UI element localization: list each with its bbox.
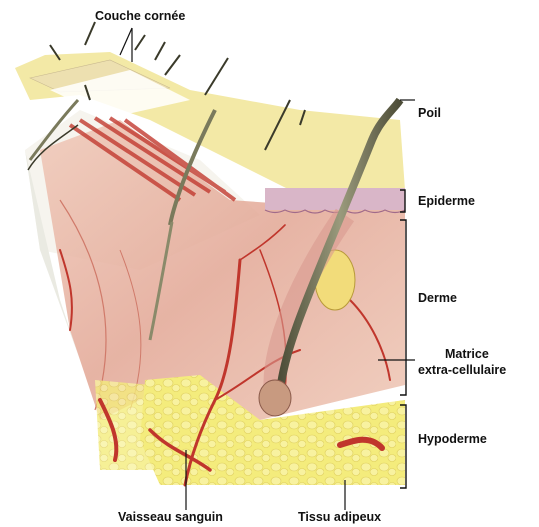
- label-epiderme: Epiderme: [418, 194, 475, 208]
- label-matrice-line1: Matrice: [445, 347, 489, 361]
- epidermis-band: [265, 188, 405, 213]
- label-hypoderme: Hypoderme: [418, 432, 487, 446]
- label-couche-cornee: Couche cornée: [95, 9, 185, 23]
- label-derme: Derme: [418, 291, 457, 305]
- label-poil: Poil: [418, 106, 441, 120]
- label-vaisseau-sanguin: Vaisseau sanguin: [118, 510, 223, 524]
- label-tissu-adipeux: Tissu adipeux: [298, 510, 381, 524]
- label-matrice-line2: extra-cellulaire: [418, 363, 506, 377]
